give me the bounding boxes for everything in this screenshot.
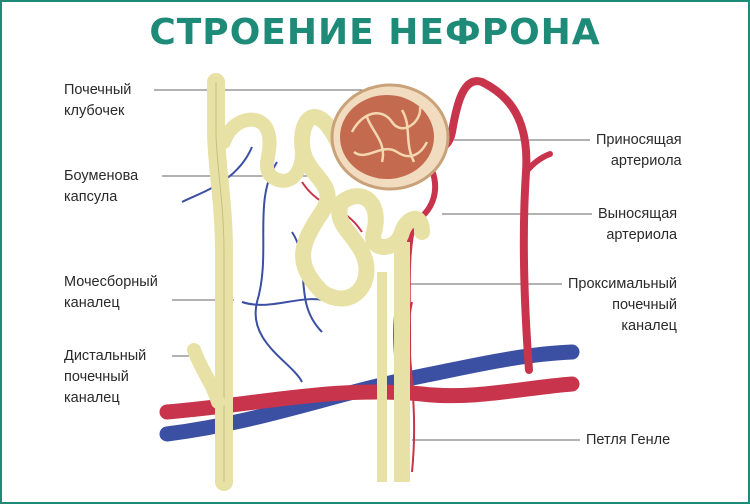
leader-lines bbox=[154, 89, 592, 441]
glomerulus bbox=[340, 95, 434, 179]
label-loop-of-henle: Петля Генле bbox=[586, 432, 671, 448]
diagram-title: СТРОЕНИЕ НЕФРОНА bbox=[149, 12, 601, 53]
distal-tubule bbox=[187, 343, 225, 409]
efferent-arteriole-vessel bbox=[403, 168, 439, 423]
proximal-tubule bbox=[294, 109, 430, 307]
afferent-arteriole-vessel bbox=[428, 77, 533, 374]
